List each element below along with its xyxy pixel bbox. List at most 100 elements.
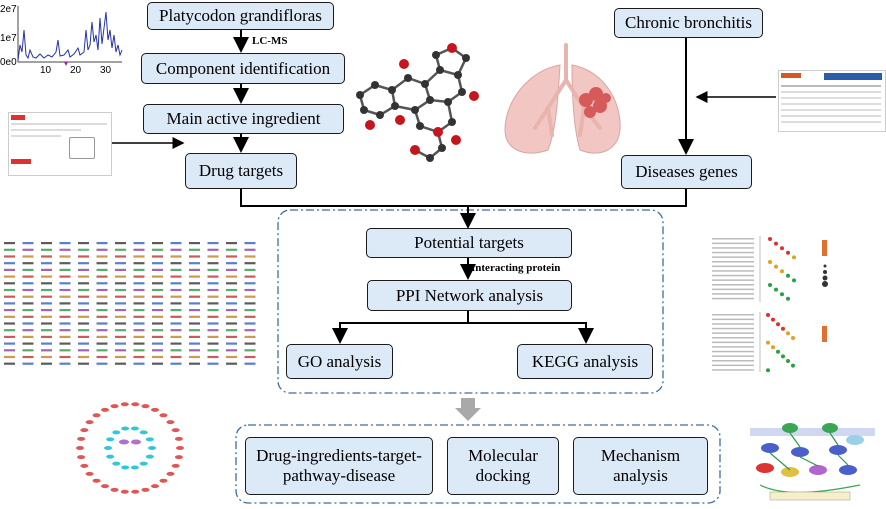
gene-cell [207, 275, 219, 278]
gene-cell [244, 248, 256, 251]
gene-cell [78, 275, 89, 278]
gene-cell [96, 355, 108, 359]
gene-cell [4, 329, 15, 332]
gene-cell [115, 362, 126, 365]
gene-cell [226, 309, 237, 312]
dotplot-dot [768, 283, 772, 287]
gene-cell [207, 242, 219, 245]
gene-cell [133, 329, 145, 332]
gene-cell [4, 242, 15, 245]
gene-cell [244, 255, 256, 258]
gene-cell [78, 309, 89, 312]
gene-cell [78, 248, 89, 251]
gene-cell [244, 349, 256, 352]
gene-cell [226, 248, 237, 251]
gene-cell [115, 309, 126, 312]
gene-cell [170, 295, 182, 298]
gene-cell [115, 335, 126, 338]
dotplot-dot [786, 296, 790, 301]
gene-cell [41, 342, 52, 345]
gene-cell [96, 275, 108, 278]
gene-cell [41, 288, 52, 292]
kegg-label: KEGG analysis [531, 351, 639, 371]
docking-node: Molecular docking [447, 437, 559, 495]
dotplot-term [712, 247, 754, 249]
gene-cell [115, 349, 126, 352]
gene-cell [4, 248, 15, 251]
dotplot-dot [786, 250, 790, 255]
network-outer-node [80, 428, 89, 433]
gene-cell [115, 295, 126, 298]
gene-cell [4, 335, 15, 338]
gene-cell [22, 295, 34, 298]
platycodon-label: Platycodon grandifloras [159, 6, 322, 26]
component-label: Component identification [155, 58, 331, 78]
gene-cell [170, 268, 182, 271]
gene-cell [226, 288, 237, 292]
gene-cell [78, 295, 89, 298]
network-outer-node [131, 489, 140, 494]
gene-cell [152, 288, 163, 292]
dotplot-dot [776, 349, 780, 354]
gene-cell [207, 329, 219, 332]
dotplot-term [712, 297, 754, 300]
gene-cell [115, 282, 126, 285]
edge-drug-merge [240, 189, 468, 207]
go-dotplot-thumbnail [712, 236, 828, 373]
gene-cell [207, 355, 219, 359]
gene-cell [59, 349, 71, 352]
gene-cell [133, 295, 145, 298]
dotplot-legend-dot [823, 264, 827, 268]
network-outer-node [151, 407, 159, 412]
gene-cell [22, 275, 34, 278]
dotplot-legend-bar [822, 240, 827, 256]
dotplot-term [712, 261, 754, 263]
gene-cell [133, 349, 145, 352]
network-inner-node [106, 454, 115, 459]
dotplot-dot [780, 246, 784, 251]
gene-cell [59, 362, 71, 365]
chromatogram-plot [17, 6, 123, 66]
gene-cell [170, 248, 182, 251]
dotplot-legend-dot [823, 270, 827, 274]
network-inner-node [148, 446, 156, 450]
dotplot-term [712, 288, 754, 291]
gene-cell [152, 349, 163, 352]
gene-cell [96, 362, 108, 365]
gene-cell [207, 262, 219, 265]
gene-cell [133, 268, 145, 271]
dotplot-term [712, 360, 754, 362]
gene-cell [170, 355, 182, 359]
network-outer-node [159, 413, 168, 418]
gene-cell [115, 355, 126, 359]
gene-cell [152, 275, 163, 278]
gene-cell [244, 282, 256, 285]
gene-cell [207, 255, 219, 258]
main-active-node: Main active ingredient [143, 104, 344, 134]
gene-cell [152, 329, 163, 332]
network-outer-node [166, 471, 175, 476]
gene-cell [96, 315, 108, 318]
gene-cell [244, 362, 256, 365]
gene-cell [189, 329, 200, 332]
dotplot-dot [780, 269, 784, 274]
dotplot-term [712, 274, 754, 277]
gene-cell [78, 242, 89, 245]
gene-cell [170, 288, 182, 292]
gene-cell [96, 255, 108, 258]
mechanism-node: Mechanism analysis [573, 437, 708, 495]
gene-cell [59, 242, 71, 245]
gene-cell [189, 309, 200, 312]
gene-cell [133, 262, 145, 265]
gene-cell [41, 355, 52, 359]
gene-cell [244, 295, 256, 298]
gene-cell [244, 242, 256, 245]
gene-cell [96, 248, 108, 251]
network-inner-node [130, 465, 139, 470]
gene-cell [133, 248, 145, 251]
edge-ppi-kegg [468, 322, 594, 344]
dotplot-dot [766, 340, 770, 345]
gene-cell [41, 322, 52, 325]
kegg-node: KEGG analysis [517, 344, 653, 379]
gene-cell [170, 282, 182, 285]
